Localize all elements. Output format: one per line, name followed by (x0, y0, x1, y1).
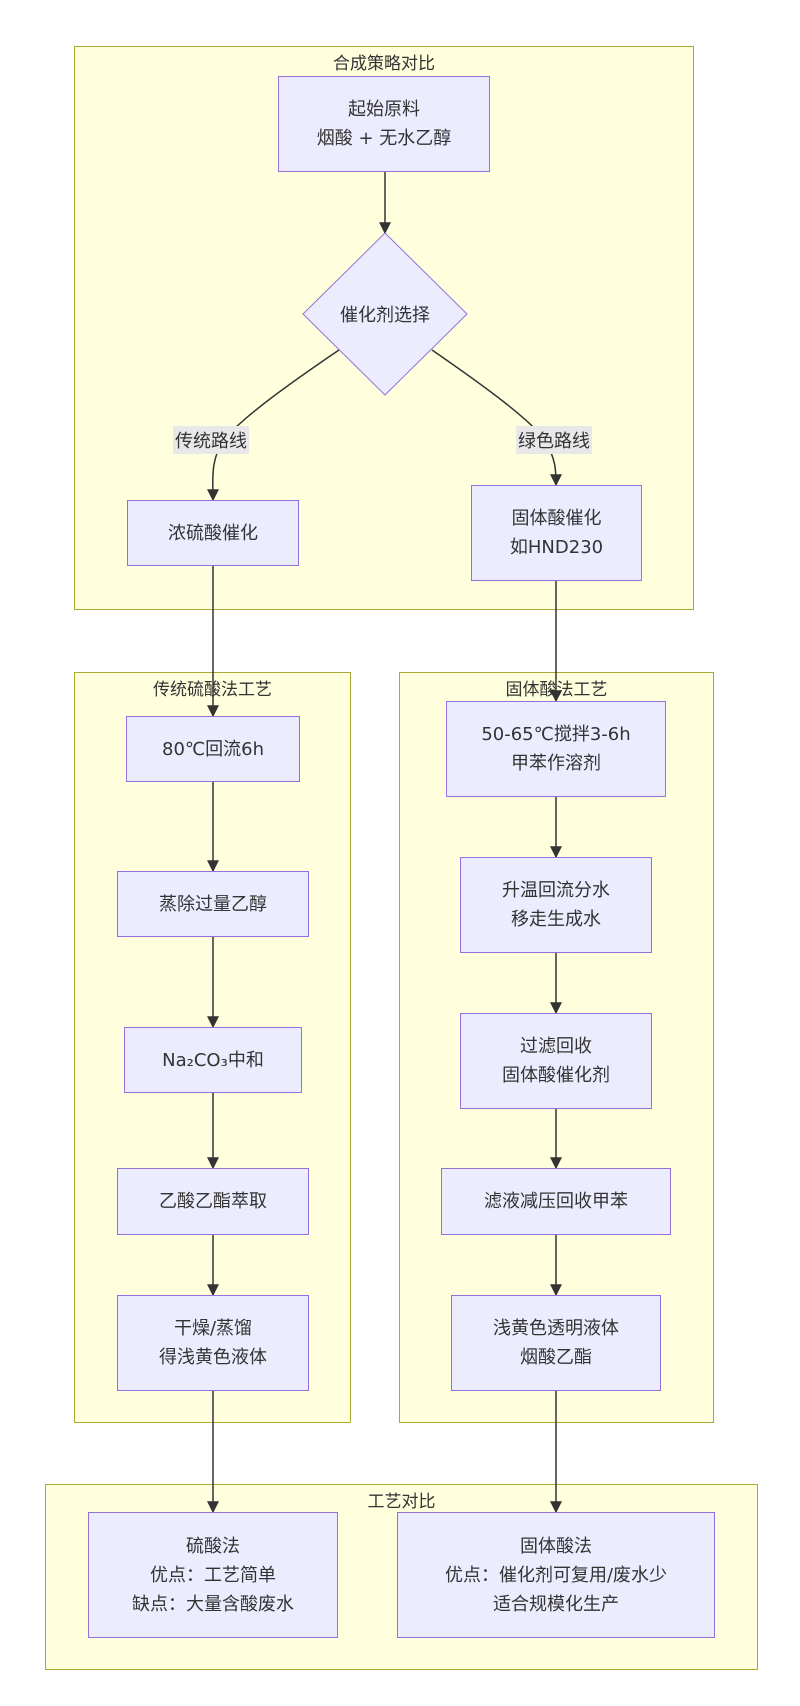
node-solid-filter: 过滤回收 固体酸催化剂 (460, 1013, 652, 1109)
edge-decision-h2so4 (206, 349, 340, 502)
node-traditional-evaporate: 蒸除过量乙醇 (117, 871, 309, 937)
node-solid-water-removal: 升温回流分水 移走生成水 (460, 857, 652, 953)
node-traditional-reflux: 80℃回流6h (126, 716, 300, 782)
decision-diamond (302, 232, 468, 396)
edge-label-traditional: 传统路线 (173, 426, 249, 454)
cluster-compare-title: 工艺对比 (367, 1492, 436, 1512)
edge-decision-solid (431, 349, 562, 487)
node-h2so4-catalyst: 浓硫酸催化 (127, 500, 299, 566)
node-start: 起始原料 烟酸 + 无水乙醇 (278, 76, 490, 172)
node-traditional-neutralize: Na₂CO₃中和 (124, 1027, 302, 1093)
node-solid-catalyst: 固体酸催化 如HND230 (471, 485, 642, 581)
edge-label-green: 绿色路线 (516, 426, 592, 454)
node-solid-recover-toluene: 滤液减压回收甲苯 (441, 1168, 671, 1235)
node-traditional-dry: 干燥/蒸馏 得浅黄色液体 (117, 1295, 309, 1391)
node-compare-solid-acid: 固体酸法 优点：催化剂可复用/废水少 适合规模化生产 (397, 1512, 715, 1638)
node-solid-stir: 50-65℃搅拌3-6h 甲苯作溶剂 (446, 701, 666, 797)
node-compare-sulfuric: 硫酸法 优点：工艺简单 缺点：大量含酸废水 (88, 1512, 338, 1638)
node-solid-product: 浅黄色透明液体 烟酸乙酯 (451, 1295, 661, 1391)
node-decision-label: 催化剂选择 (340, 305, 430, 326)
node-traditional-extract: 乙酸乙酯萃取 (117, 1168, 309, 1235)
cluster-strategy-title: 合成策略对比 (333, 54, 435, 74)
